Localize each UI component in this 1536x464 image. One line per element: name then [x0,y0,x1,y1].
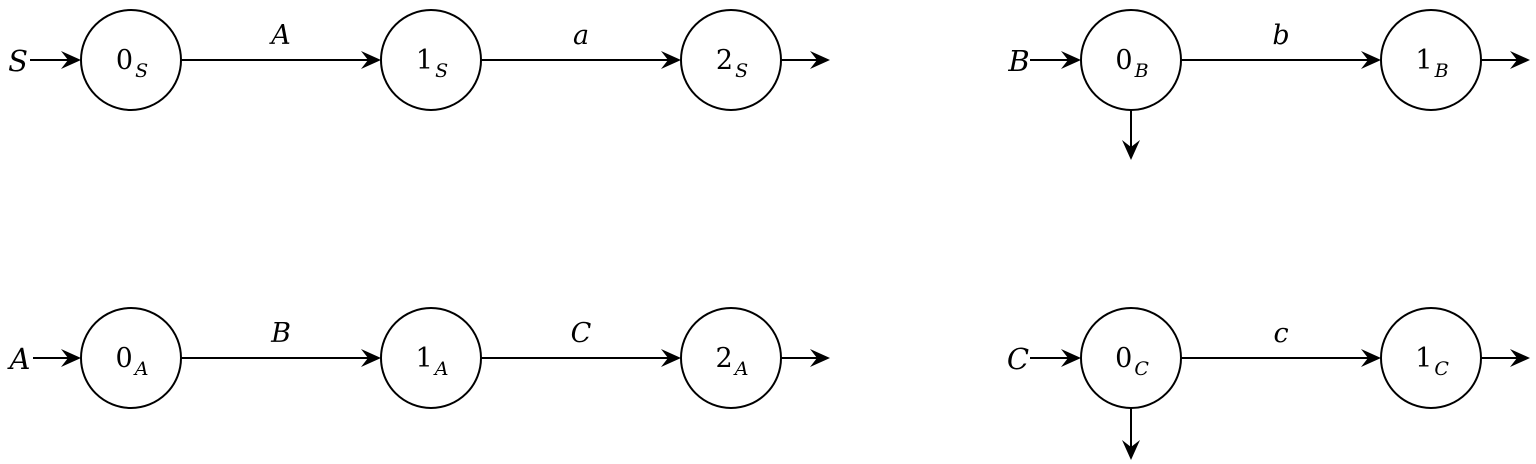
entry-arrow-c-arrowhead [1061,349,1081,367]
transition-s-1-arrowhead [661,51,681,69]
transition-label-a-1: C [571,318,592,349]
state-number: 1 [416,343,433,374]
transition-label-b-0: b [1272,20,1289,51]
state-subscript: A [133,358,149,380]
state-subscript: C [1134,358,1149,380]
state-circle [80,307,182,409]
state-number: 0 [1115,343,1132,374]
transition-label-c-0: c [1273,318,1288,349]
state-subscript: C [1434,358,1449,380]
exit-arrow-b-arrowhead [1510,51,1530,69]
transition-label-s-1: a [573,20,589,51]
state-number: 0 [116,45,133,76]
transition-label-a-0: B [270,318,291,349]
transition-c-0-arrowhead [1361,349,1381,367]
entry-arrow-b-arrowhead [1061,51,1081,69]
state-subscript: S [735,60,748,82]
state-circle [80,9,182,111]
state-number: 1 [416,45,433,76]
state-subscript: B [1134,60,1149,82]
exit-arrow-a-arrowhead [810,349,830,367]
down-arrow-b-arrowhead [1122,140,1140,160]
state-circle [380,9,482,111]
exit-arrow-s-arrowhead [810,51,830,69]
state-number: 0 [1115,45,1132,76]
entry-label-b: B [1007,44,1029,78]
entry-label-a: A [7,342,31,376]
transition-label-s-0: A [268,20,291,51]
transition-s-0-arrowhead [361,51,381,69]
transition-a-1-arrowhead [661,349,681,367]
exit-arrow-c-arrowhead [1510,349,1530,367]
entry-arrow-a-arrowhead [61,349,81,367]
state-circle [380,307,482,409]
state-subscript: A [733,358,749,380]
state-number: 0 [116,343,133,374]
state-number: 2 [716,343,733,374]
state-number: 1 [1415,343,1432,374]
entry-label-s: S [8,44,28,78]
entry-arrow-s-arrowhead [61,51,81,69]
state-subscript: S [435,60,448,82]
entry-label-c: C [1007,342,1029,376]
state-number: 2 [716,45,733,76]
state-subscript: B [1434,60,1449,82]
state-number: 1 [1415,45,1432,76]
transition-a-0-arrowhead [361,349,381,367]
state-subscript: S [135,60,148,82]
transition-b-0-arrowhead [1361,51,1381,69]
state-subscript: A [433,358,449,380]
down-arrow-c-arrowhead [1122,440,1140,460]
